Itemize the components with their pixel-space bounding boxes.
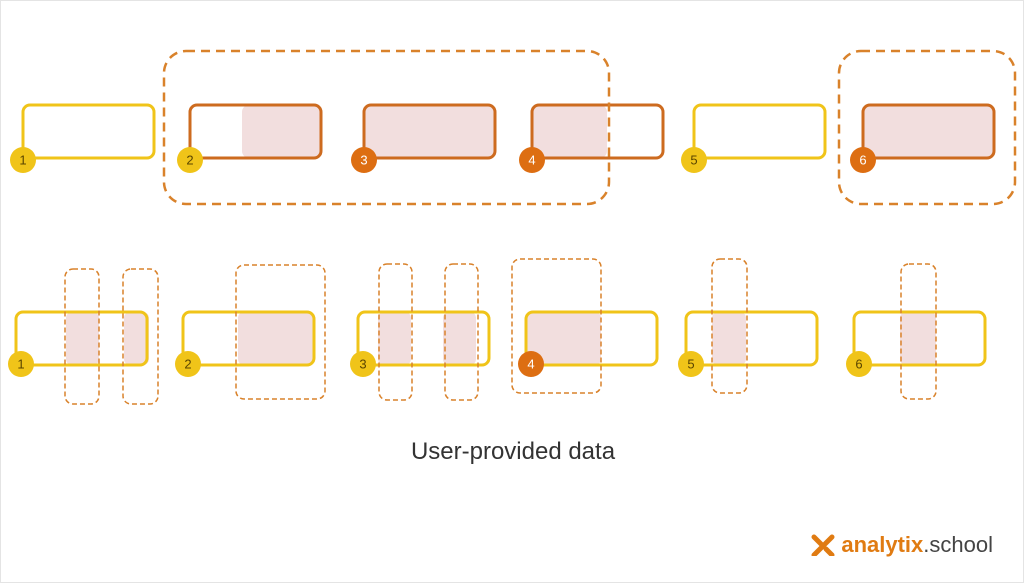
bottom-badge-3-label: 3	[359, 357, 366, 372]
bottom-badge-2-label: 2	[184, 357, 191, 372]
logo-suffix: school	[929, 532, 993, 557]
bottom-shaded-region-3-1	[378, 312, 411, 365]
top-badge-5-circle	[681, 147, 707, 173]
bottom-interval-6	[852, 310, 987, 367]
bottom-interval-3	[356, 310, 491, 367]
top-badge-2-circle	[177, 147, 203, 173]
top-interval-4	[530, 103, 665, 160]
top-badge-5-label: 5	[690, 153, 697, 168]
bottom-query-region-4-1	[511, 258, 602, 394]
bottom-badge-1-circle	[8, 351, 34, 377]
top-badge-2-label: 2	[186, 153, 193, 168]
x-logo-icon	[811, 534, 835, 556]
top-shaded-region-3	[364, 105, 495, 158]
top-shaded-region-6	[863, 105, 994, 158]
top-shaded-region-2	[242, 105, 321, 158]
bottom-badge-5-circle	[678, 351, 704, 377]
bottom-query-region-5-1	[711, 258, 748, 394]
bottom-query-region-6-1	[900, 263, 937, 400]
top-interval-5	[692, 103, 827, 160]
top-badge-4-circle	[519, 147, 545, 173]
top-badge-1-label: 1	[19, 153, 26, 168]
top-query-region-b	[837, 49, 1017, 206]
bottom-query-region-1-1	[64, 268, 100, 405]
bottom-query-region-2-1	[235, 264, 326, 400]
top-badge-3-label: 3	[360, 153, 367, 168]
top-interval-1	[21, 103, 156, 160]
top-badge-1-circle	[10, 147, 36, 173]
analytix-logo: analytix.school	[811, 534, 993, 556]
bottom-shaded-region-1-1	[66, 312, 99, 365]
bottom-badge-5-label: 5	[687, 357, 694, 372]
bottom-badge-6-label: 6	[855, 357, 862, 372]
top-interval-2	[188, 103, 323, 160]
logo-brand: analytix	[841, 532, 924, 557]
bottom-shaded-region-1-2	[124, 312, 149, 365]
bottom-query-region-1-2	[122, 268, 159, 405]
bottom-badge-4-label: 4	[527, 357, 534, 372]
top-query-region-a	[162, 49, 611, 206]
bottom-interval-2	[181, 310, 316, 367]
bottom-shaded-region-4-1	[526, 312, 601, 365]
bottom-query-region-3-1	[378, 263, 413, 401]
top-badge-6-circle	[850, 147, 876, 173]
bottom-interval-1	[14, 310, 149, 367]
bottom-badge-3-circle	[350, 351, 376, 377]
bottom-shaded-region-5-1	[712, 312, 746, 365]
bottom-interval-5	[684, 310, 819, 367]
top-badge-3-circle	[351, 147, 377, 173]
bottom-badge-1-label: 1	[17, 357, 24, 372]
bottom-shaded-region-2-1	[238, 312, 314, 365]
diagram-caption: User-provided data	[410, 438, 616, 465]
bottom-badge-4-circle	[518, 351, 544, 377]
top-shaded-region-4	[532, 105, 607, 158]
top-interval-3	[362, 103, 497, 160]
bottom-interval-4	[524, 310, 659, 367]
bottom-badge-6-circle	[846, 351, 872, 377]
bottom-query-region-3-2	[444, 263, 479, 401]
bottom-shaded-region-3-2	[443, 312, 476, 365]
top-interval-6	[861, 103, 996, 160]
bottom-badge-2-circle	[175, 351, 201, 377]
bottom-shaded-region-6-1	[900, 312, 936, 365]
top-badge-6-label: 6	[859, 153, 866, 168]
logo-dot: .	[923, 532, 930, 557]
top-badge-4-label: 4	[528, 153, 535, 168]
